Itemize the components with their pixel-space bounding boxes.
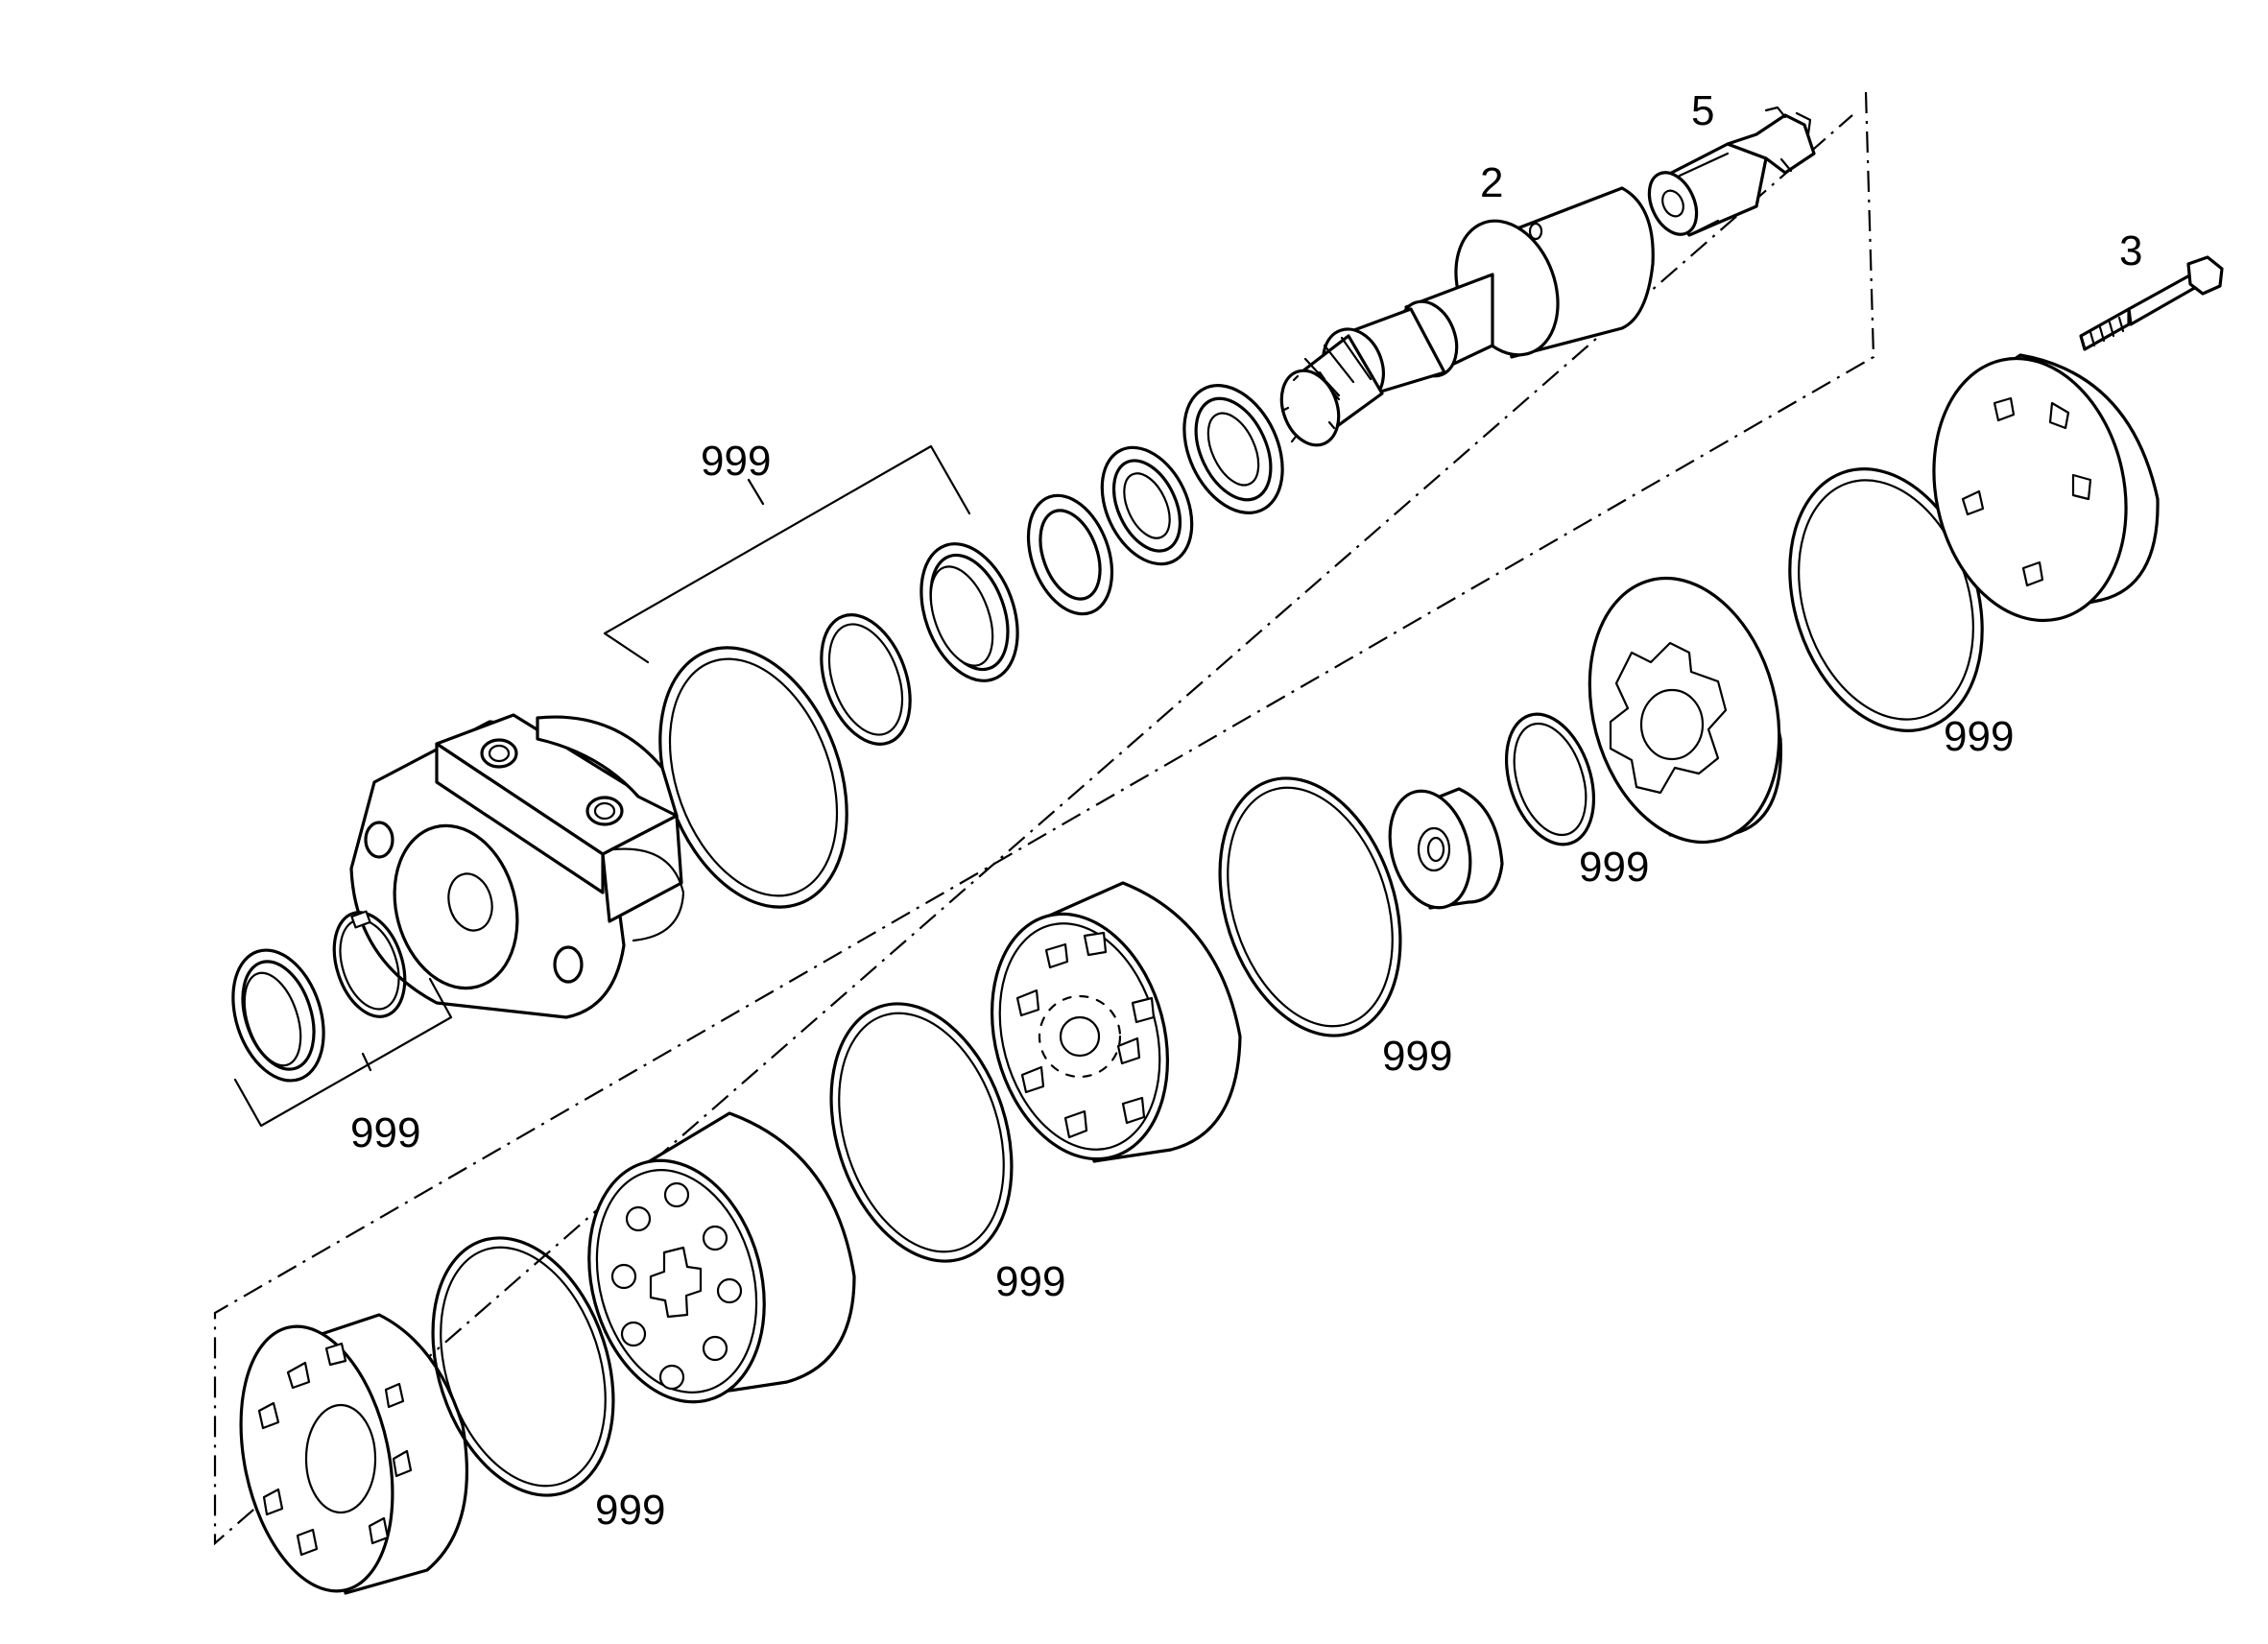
end-cover-part bbox=[239, 1313, 468, 1595]
label-bolt: 3 bbox=[2119, 227, 2142, 274]
small-oring-part bbox=[820, 613, 912, 746]
label-shaft: 2 bbox=[1480, 159, 1503, 206]
label-oring-small: 999 bbox=[1579, 844, 1649, 891]
assembly-boundary-line bbox=[213, 91, 1875, 1546]
valve-oring-part bbox=[1218, 776, 1402, 1037]
label-oring-right: 999 bbox=[1944, 713, 2014, 760]
bolt-part bbox=[2079, 255, 2224, 351]
gerotor-set-part bbox=[587, 1111, 856, 1404]
rotor-stator-part bbox=[1588, 576, 1782, 845]
label-seal-kit-main: 999 bbox=[701, 438, 771, 485]
label-oring-stator: 999 bbox=[995, 1258, 1065, 1305]
end-oring-part bbox=[431, 1236, 615, 1497]
end-cover-right-part bbox=[1932, 353, 2160, 623]
thrust-bearing-part bbox=[1100, 445, 1194, 566]
label-oring-end: 999 bbox=[595, 1487, 665, 1534]
output-shaft-part bbox=[1279, 186, 1655, 447]
label-drive-link: 5 bbox=[1691, 87, 1714, 134]
needle-bearing-part bbox=[1182, 384, 1284, 514]
label-seal-kit-left: 999 bbox=[350, 1109, 420, 1156]
label-oring-valve: 999 bbox=[1382, 1033, 1452, 1080]
seal-kit-bracket-left bbox=[233, 977, 453, 1128]
small-oring-right-part bbox=[1504, 712, 1596, 846]
bushing-part bbox=[1388, 787, 1504, 910]
seal-kit-bracket bbox=[603, 444, 971, 664]
housing-part bbox=[349, 713, 685, 1019]
drive-link-part bbox=[1647, 106, 1816, 237]
shaft-seal-part bbox=[919, 542, 1019, 682]
distributor-plate-part bbox=[990, 881, 1242, 1163]
washer-part bbox=[1026, 493, 1114, 616]
stator-oring-part bbox=[829, 1002, 1014, 1263]
retaining-ring-part bbox=[332, 910, 407, 1018]
dust-seal-part bbox=[231, 948, 325, 1083]
